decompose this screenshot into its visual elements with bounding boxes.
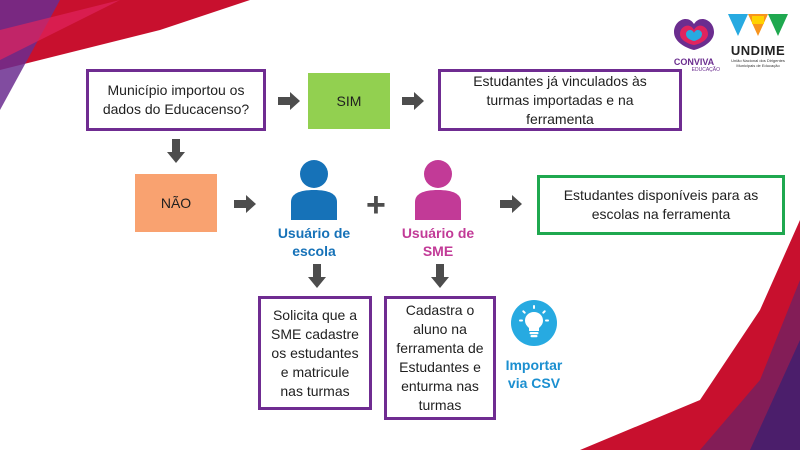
sme-user-icon <box>415 160 461 220</box>
undime-logo: UNDIME União Nacional dos Dirigentes Mun… <box>726 12 790 68</box>
school-action-text: Solicita que a SME cadastre os estudante… <box>271 306 359 399</box>
conviva-logo: CONVIVA EDUCAÇÃO <box>668 12 720 73</box>
school-user-label: Usuário de escola <box>277 225 351 259</box>
final-result-box: Estudantes disponíveis para as escolas n… <box>537 175 785 235</box>
arrow-yes-to-result <box>402 92 424 110</box>
yes-result-box: Estudantes já vinculados às turmas impor… <box>438 69 682 131</box>
import-csv-label: Importar via CSV <box>505 357 563 391</box>
arrow-sme-user-down <box>431 264 449 288</box>
sme-action-text: Cadastra o aluno na ferramenta de Estuda… <box>396 302 484 413</box>
school-action-box: Solicita que a SME cadastre os estudante… <box>258 296 372 410</box>
question-text: Município importou os dados do Educacens… <box>102 82 250 117</box>
bottom-right-decoration <box>580 220 800 450</box>
undime-sub: União Nacional dos Dirigentes Municipais… <box>731 58 785 68</box>
yes-box: SIM <box>308 73 390 129</box>
arrow-school-user-down <box>308 264 326 288</box>
lightbulb-icon <box>511 300 557 346</box>
question-box: Município importou os dados do Educacens… <box>86 69 266 131</box>
no-box: NÃO <box>135 174 217 232</box>
plus-sign: + <box>366 186 386 224</box>
undime-symbol-icon <box>728 14 788 36</box>
arrow-question-to-yes <box>278 92 300 110</box>
arrow-question-to-no <box>167 139 185 163</box>
undime-name: UNDIME <box>730 43 786 58</box>
school-user-icon <box>291 160 337 220</box>
sme-user-label: Usuário de SME <box>401 225 475 259</box>
yes-text: SIM <box>336 92 362 109</box>
conviva-hands-icon <box>674 18 714 50</box>
top-left-decoration <box>0 0 250 110</box>
sme-action-box: Cadastra o aluno na ferramenta de Estuda… <box>384 296 496 420</box>
arrow-no-to-users <box>234 195 256 213</box>
final-result-text: Estudantes disponíveis para as escolas n… <box>563 187 759 222</box>
no-text: NÃO <box>160 194 192 211</box>
arrow-users-to-final <box>500 195 522 213</box>
conviva-sub: EDUCAÇÃO <box>691 67 720 73</box>
conviva-name: CONVIVA <box>673 57 715 67</box>
yes-result-text: Estudantes já vinculados às turmas impor… <box>473 72 647 127</box>
